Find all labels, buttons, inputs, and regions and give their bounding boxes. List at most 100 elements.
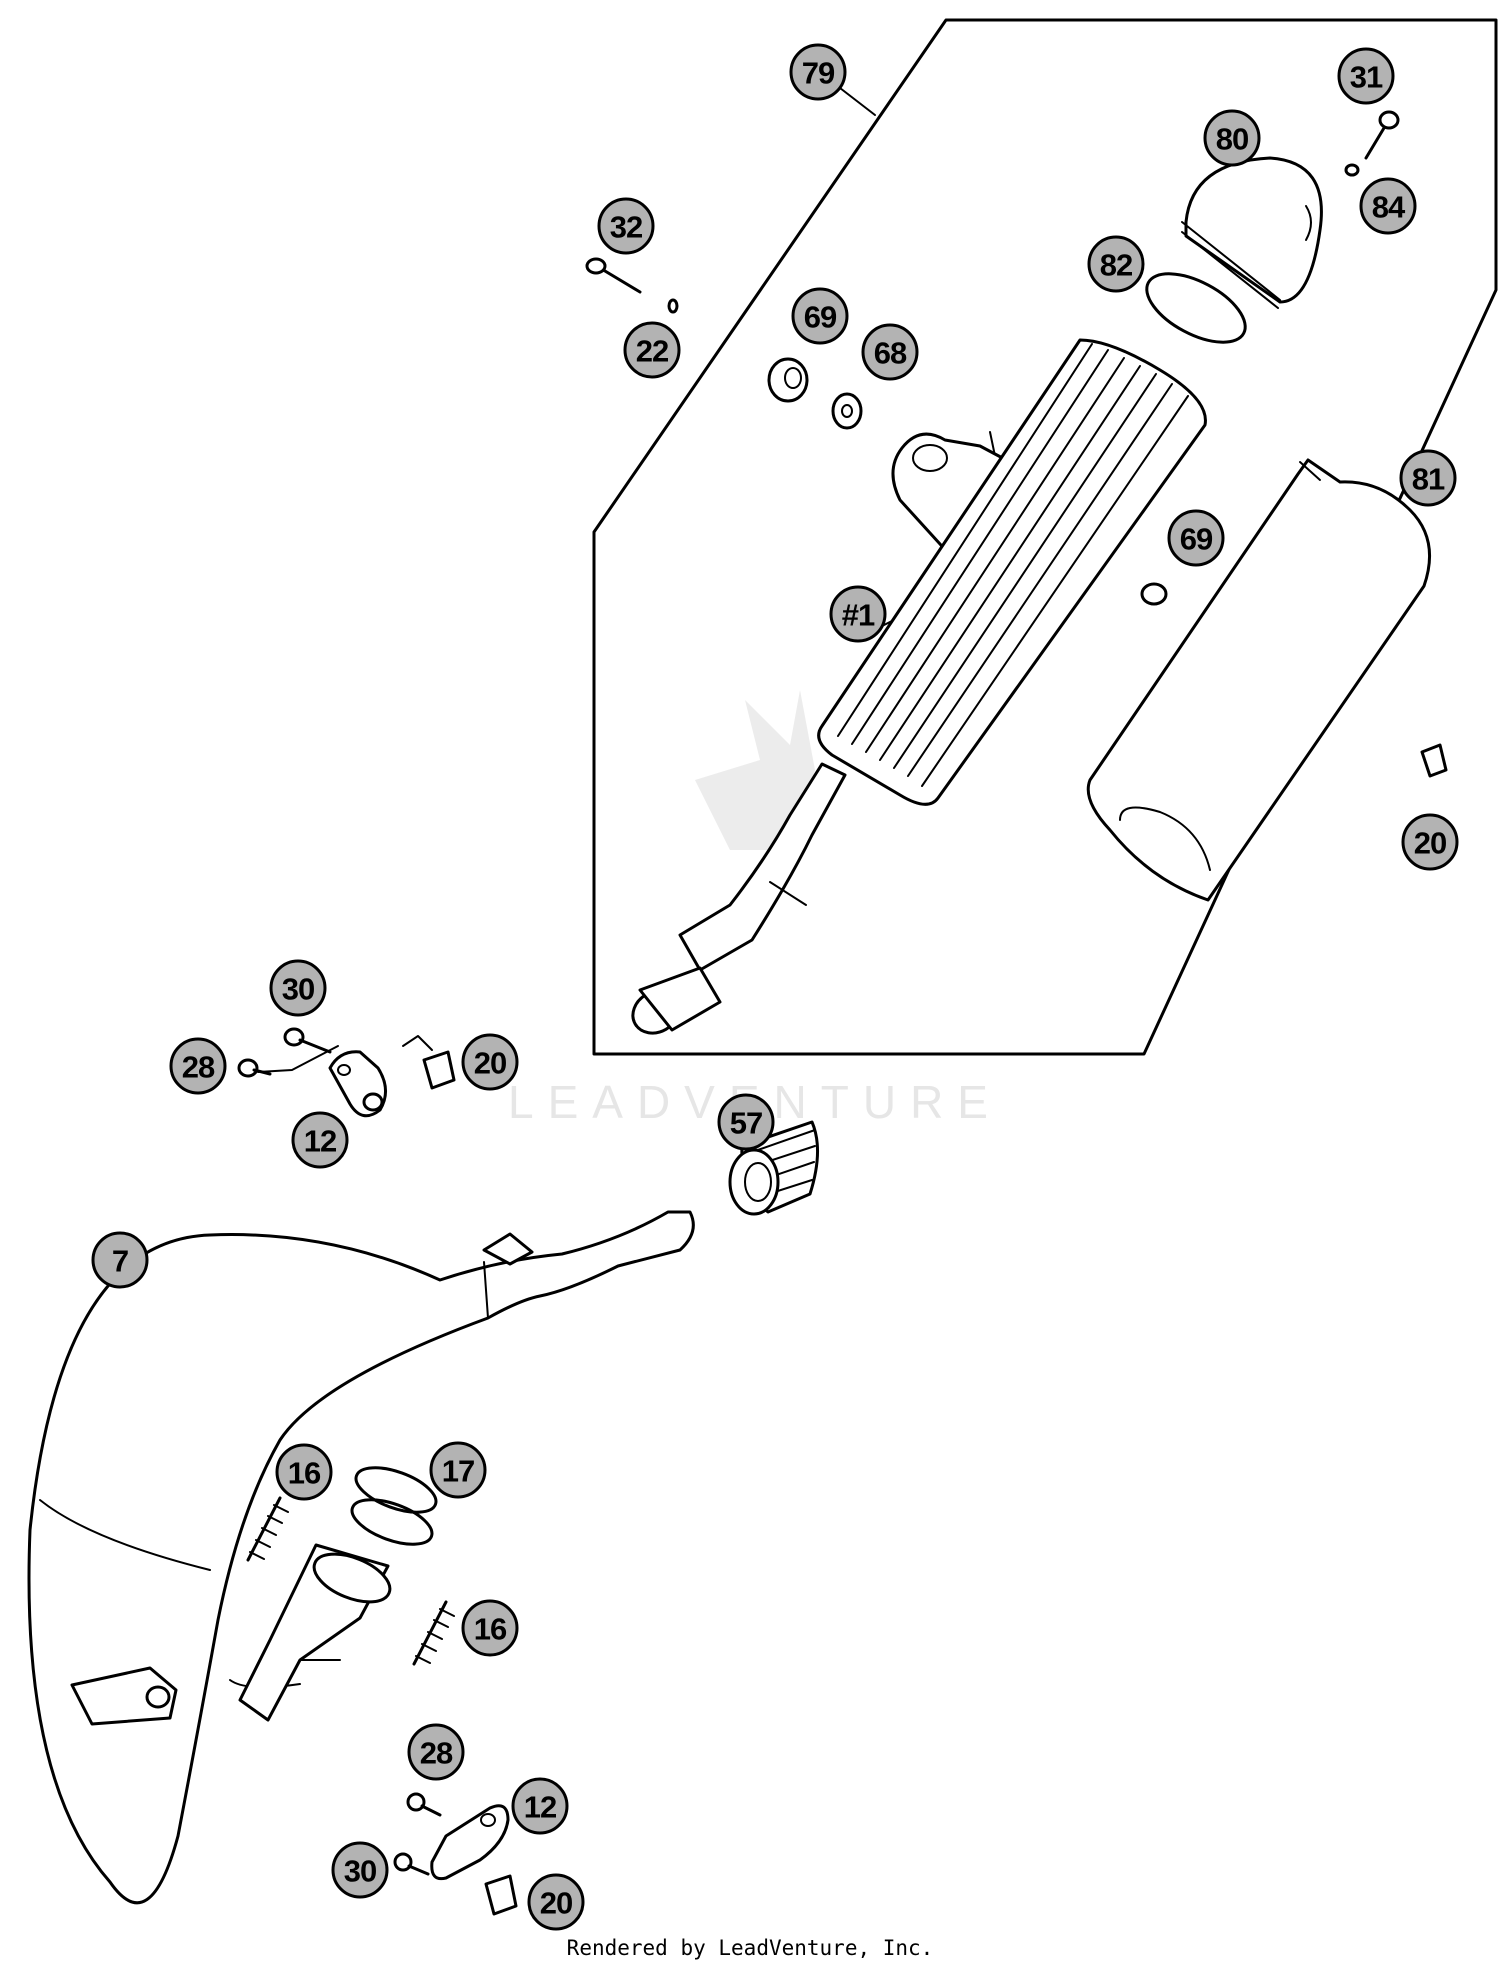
bolt-32 xyxy=(585,257,642,294)
callout-label: 12 xyxy=(304,1124,336,1159)
callout-69: 69 xyxy=(1167,509,1225,567)
callout-label: 20 xyxy=(1414,826,1446,861)
callout-circle xyxy=(461,1599,519,1657)
callout-label: 31 xyxy=(1350,60,1383,95)
callout-circle xyxy=(623,321,681,379)
callout-circle xyxy=(169,1037,227,1095)
callout-label: 80 xyxy=(1216,122,1248,157)
callouts: 79 31 80 84 32 82 22 69 68 81 69 #1 20 30 28 20 12 57 7 16 1… xyxy=(91,43,1459,1931)
callout-circle xyxy=(789,43,847,101)
callout-30: 30 xyxy=(331,1841,389,1899)
callout-circle xyxy=(407,1723,465,1781)
o-ring-82 xyxy=(1145,272,1247,344)
callout-label: 81 xyxy=(1412,462,1445,497)
callout-label: 32 xyxy=(610,210,642,245)
callout-20: 20 xyxy=(527,1873,585,1931)
callout-circle xyxy=(91,1231,149,1289)
callout-circle xyxy=(1359,177,1417,235)
callout-circle xyxy=(461,1033,519,1091)
callout-31: 31 xyxy=(1337,47,1395,105)
callout-label: 57 xyxy=(730,1106,762,1141)
callout-81: 81 xyxy=(1399,449,1457,507)
callout-circle xyxy=(597,197,655,255)
clip-20-lower xyxy=(484,1874,518,1916)
callout-circle xyxy=(331,1841,389,1899)
exhaust-pipe-7 xyxy=(27,1210,695,1905)
callout-label: 20 xyxy=(474,1046,506,1081)
callout-circle xyxy=(829,585,887,643)
spring-16-left xyxy=(246,1496,289,1562)
callout-22: 22 xyxy=(623,321,681,379)
silencer-1 xyxy=(631,338,1207,1035)
callout-label: 69 xyxy=(1180,522,1213,557)
spring-16-right xyxy=(412,1600,455,1666)
end-cap-80 xyxy=(1181,156,1323,309)
callout-label: 84 xyxy=(1372,190,1406,225)
callout-label: 17 xyxy=(442,1454,474,1489)
callout-69: 69 xyxy=(791,287,849,345)
render-credit: Rendered by LeadVenture, Inc. xyxy=(566,1936,934,1960)
callout-label: 12 xyxy=(524,1790,556,1825)
callout-label: 16 xyxy=(288,1456,321,1491)
bolt-30-lower xyxy=(393,1852,430,1876)
clip-20-upper xyxy=(422,1050,456,1090)
o-ring-17 xyxy=(350,1466,438,1546)
callout-label: 68 xyxy=(874,336,907,371)
callout-label: 20 xyxy=(540,1886,572,1921)
callout-circle xyxy=(291,1111,349,1169)
callout-79: 79 xyxy=(789,43,847,101)
callout-16: 16 xyxy=(461,1599,519,1657)
callout-20: 20 xyxy=(461,1033,519,1091)
callout-20: 20 xyxy=(1401,813,1459,871)
clip-20-right xyxy=(1420,743,1448,778)
callout-circle xyxy=(1399,449,1457,507)
washer-84 xyxy=(1344,163,1360,177)
heat-guard-81 xyxy=(1086,458,1431,902)
callout-label: 28 xyxy=(182,1050,215,1085)
callout-12: 12 xyxy=(511,1777,569,1835)
callout-circle xyxy=(1337,47,1395,105)
grommet-69-lower xyxy=(1140,582,1168,606)
callout-28: 28 xyxy=(169,1037,227,1095)
muffler-assembly-outline xyxy=(592,18,1498,1056)
bolt-30-upper xyxy=(283,1027,332,1054)
callout-circle xyxy=(1087,235,1145,293)
callout-7: 7 xyxy=(91,1231,149,1289)
bracket-12-lower xyxy=(430,1804,510,1881)
callout-80: 80 xyxy=(1203,109,1261,167)
bolt-28-lower xyxy=(406,1792,442,1817)
washer-22 xyxy=(667,298,679,314)
callout-label: 30 xyxy=(344,1854,376,1889)
callout-17: 17 xyxy=(429,1441,487,1499)
callout-circle xyxy=(1167,509,1225,567)
callout-label: 82 xyxy=(1100,248,1132,283)
callout-circle xyxy=(861,323,919,381)
callout-circle xyxy=(275,1443,333,1501)
callout-label: #1 xyxy=(842,598,875,633)
callout-57: 57 xyxy=(717,1093,775,1151)
callout-circle xyxy=(791,287,849,345)
callout-circle xyxy=(1401,813,1459,871)
bolt-28-upper xyxy=(237,1058,272,1078)
callout-circle xyxy=(511,1777,569,1835)
grommet-69-top xyxy=(767,357,809,403)
callout-circle xyxy=(1203,109,1261,167)
callout-label: 30 xyxy=(282,972,314,1007)
callout-label: 7 xyxy=(112,1244,128,1279)
washer-68 xyxy=(831,392,863,430)
callout-label: 22 xyxy=(636,334,668,369)
callout-12: 12 xyxy=(291,1111,349,1169)
callout-82: 82 xyxy=(1087,235,1145,293)
callout-circle xyxy=(527,1873,585,1931)
callout-84: 84 xyxy=(1359,177,1417,235)
callout-32: 32 xyxy=(597,197,655,255)
callout-30: 30 xyxy=(269,959,327,1017)
callout-28: 28 xyxy=(407,1723,465,1781)
callout-label: 16 xyxy=(474,1612,507,1647)
callout-68: 68 xyxy=(861,323,919,381)
callout-16: 16 xyxy=(275,1443,333,1501)
callout-circle xyxy=(429,1441,487,1499)
bracket-12-upper xyxy=(328,1050,387,1118)
callout-circle xyxy=(269,959,327,1017)
